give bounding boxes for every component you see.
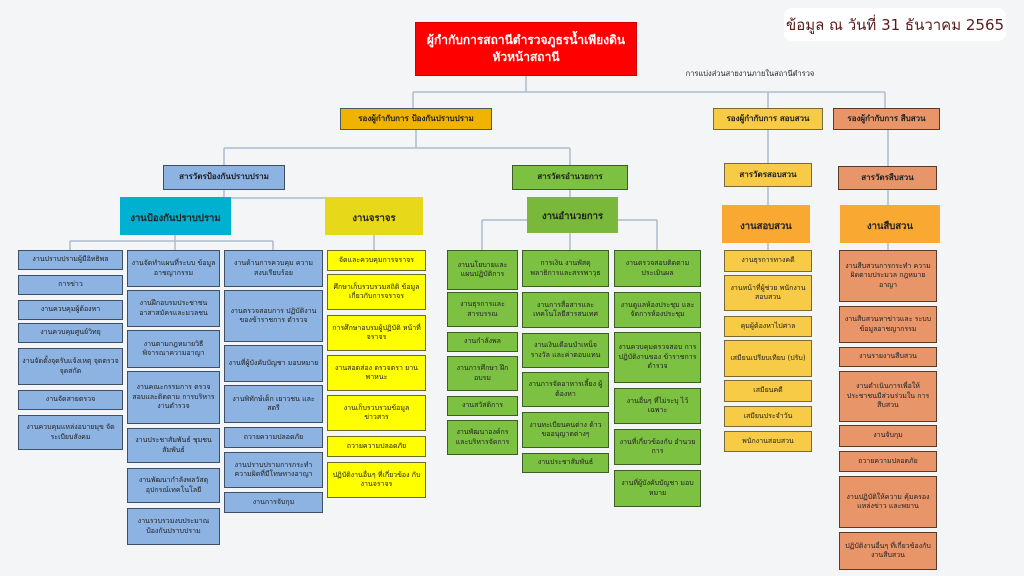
admin-3-task-box: งานที่ผู้บังคับบัญชา มอบหมาย (614, 470, 701, 507)
admin-2-task-box: งานการสื่อสารและ เทคโนโลยีสารสนเทศ (522, 292, 609, 328)
prevention-1-task-box: งานจัดสายตรวจ (18, 390, 123, 410)
admin-3-task-box: งานอื่นๆ ที่ไม่ระบุ ไว้เฉพาะ (614, 388, 701, 424)
unit-inquiry-box: งานสอบสวน (722, 205, 810, 243)
admin-1-task-box: งานกำลังพล (447, 332, 518, 352)
deputy-inquiry-box: รองผู้กำกับการ สอบสวน (713, 108, 823, 130)
prevention-3-task-box: งานที่ผู้บังคับบัญชา มอบหมาย (224, 345, 323, 382)
traffic-task-box: งานสอดส่อง ตรวจตรา ยานพาหนะ (327, 355, 426, 391)
traffic-task-box: ศึกษาเก็บรวบรวมสถิติ ข้อมูลเกี่ยวกับการจ… (327, 274, 426, 310)
inquiry-task-box: เสมียนเปรียบเทียบ (ปรับ) (724, 340, 812, 377)
prevention-1-task-box: งานควบคุมผู้ต้องหา (18, 300, 123, 320)
chief-role: หัวหน้าสถานี (492, 50, 560, 64)
admin-2-task-box: งานทะเบียนคนต่าง ด้าว ขออนุญาตต่างๆ (522, 412, 609, 448)
investigation-task-box: งานปฏิบัติให้ความ คุ้มครองแหล่งข่าว และพ… (839, 476, 937, 528)
prevention-1-task-box: งานจัดตั้งจุดรับแจ้งเหตุ จุดตรวจ จุดสกัด (18, 348, 123, 385)
admin-3-task-box: งานตรวจสอบติดตาม ประเมินผล (614, 250, 701, 287)
prevention-1-task-box: งานปราบปรามผู้มีอิทธิพล (18, 250, 123, 270)
deputy-investigation-box: รองผู้กำกับการ สืบสวน (833, 108, 940, 130)
prevention-3-task-box: งานการจับกุม (224, 492, 323, 513)
prevention-1-task-box: งานควบคุมแหล่งอบายมุข จัดระเบียบสังคม (18, 415, 123, 450)
inquiry-task-box: เสมียนประจำวัน (724, 406, 812, 427)
prevention-2-task-box: งานคณะกรรมการ ตรวจสอบและติดตาม การบริหาร… (127, 371, 220, 424)
chart-subtitle: การแบ่งส่วนสายงานภายในสถานีตำรวจ (685, 69, 815, 78)
inquiry-task-box: คุมผู้ต้องหาไปศาล (724, 316, 812, 337)
admin-2-task-box: การเงิน งานพัสดุ พลาธิการและสรรพาวุธ (522, 250, 609, 287)
unit-admin-box: งานอำนวยการ (527, 197, 618, 233)
admin-1-task-box: งานการศึกษา ฝึกอบรม (447, 356, 518, 391)
chief-title: ผู้กำกับการสถานีตำรวจภูธรน้ำเพียงดิน (426, 33, 626, 48)
prevention-3-task-box: งานปราบปรามการกระทำ ความผิดที่มีโทษทางอา… (224, 452, 323, 488)
investigation-task-box: งานสืบสวนการกระทำ ความผิดตามประมวล กฎหมา… (839, 250, 937, 302)
deputy-prevention-box: รองผู้กำกับการ ป้องกันปราบปราม (340, 108, 492, 130)
prevention-2-task-box: งานตามกฎหมายวิธี พิจารณาความอาญา (127, 330, 220, 368)
investigation-task-box: งานสืบสวนหาข่าวและ ระบบข้อมูลอาชญากรรม (839, 306, 937, 343)
station-chief-box: ผู้กำกับการสถานีตำรวจภูธรน้ำเพียงดิน หัว… (415, 22, 637, 76)
admin-3-task-box: งานควบคุมตรวจสอบ การปฏิบัติงานของ ข้าราช… (614, 332, 701, 383)
inquiry-task-box: เสมียนคดี (724, 380, 812, 402)
prevention-3-task-box: งานพิทักษ์เด็ก เยาวชน และสตรี (224, 385, 323, 423)
prevention-1-task-box: การข่าว (18, 275, 123, 295)
prevention-2-task-box: งานประชาสัมพันธ์ ชุมชนสัมพันธ์ (127, 428, 220, 463)
prevention-3-task-box: งานด้านการควบคุม ความสงบเรียบร้อย (224, 250, 323, 287)
prevention-3-task-box: ถวายความปลอดภัย (224, 427, 323, 448)
prevention-3-task-box: งานตรวจสอบการ ปฏิบัติงานของข้าราชการ ตำร… (224, 290, 323, 342)
admin-3-task-box: งานที่เกี่ยวข้องกับ อำนวยการ (614, 429, 701, 465)
investigation-task-box: ถวายความปลอดภัย (839, 451, 937, 472)
traffic-task-box: ปฏิบัติงานอื่นๆ ที่เกี่ยวข้อง กับงานจราจ… (327, 462, 426, 498)
investigation-task-box: งานรายงานสืบสวน (839, 347, 937, 367)
date-badge: ข้อมูล ณ วันที่ 31 ธันวาคม 2565 (784, 8, 1006, 41)
admin-1-task-box: งานนโยบายและ แผนปฏิบัติการ (447, 250, 518, 290)
prevention-2-task-box: งานฝึกอบรมประชาชน อาสาสมัครและมวลชน (127, 290, 220, 327)
admin-1-task-box: งานพัฒนาองค์กร และบริหารจัดการ (447, 420, 518, 455)
inspector-inquiry-box: สารวัตรสอบสวน (724, 163, 812, 187)
admin-2-task-box: งานเงินเดือนบำเหน็จรางวัล และค่าตอบแทน (522, 333, 609, 368)
admin-2-task-box: งานประชาสัมพันธ์ (522, 453, 609, 473)
inspector-investigation-box: สารวัตรสืบสวน (838, 166, 937, 190)
admin-1-task-box: งานสวัสดิการ (447, 396, 518, 416)
inquiry-task-box: พนักงานสอบสวน (724, 431, 812, 452)
inquiry-task-box: งานธุรการทางคดี (724, 250, 812, 272)
prevention-2-task-box: งานพัฒนากำลังพลวัสดุ อุปกรณ์เทคโนโลยี (127, 468, 220, 503)
prevention-2-task-box: งานจัดทำแผนที่ระบบ ข้อมูลอาชญากรรม (127, 250, 220, 287)
traffic-task-box: ถวายความปลอดภัย (327, 436, 426, 457)
inspector-prevention-box: สารวัตรป้องกันปราบปราม (163, 165, 285, 190)
traffic-task-box: จัดและควบคุมการจราจร (327, 250, 426, 271)
traffic-task-box: การศึกษาอบรมผู้ปฏิบัติ หน้าที่จราจร (327, 315, 426, 351)
unit-prevention-box: งานป้องกันปราบปราม (120, 197, 231, 235)
inquiry-task-box: งานหน้าที่ผู้ช่วย พนักงานสอบสวน (724, 275, 812, 311)
admin-2-task-box: งานการจัดอาหารเลี้ยง ผู้ต้องหา (522, 372, 609, 407)
investigation-task-box: งานดำเนินการเพื่อให้ ประชาชนมีส่วนร่วมใน… (839, 371, 937, 422)
admin-1-task-box: งานธุรการและ สารบรรณ (447, 292, 518, 327)
investigation-task-box: ปฏิบัติงานอื่นๆ ที่เกี่ยวข้องกับงานสืบสว… (839, 532, 937, 570)
inspector-admin-box: สารวัตรอำนวยการ (512, 165, 628, 190)
investigation-task-box: งานจับกุม (839, 425, 937, 447)
unit-traffic-box: งานจราจร (325, 197, 423, 235)
admin-3-task-box: งานดูแลห้องประชุม และจัดการห้องประชุม (614, 292, 701, 328)
prevention-2-task-box: งานรวบรวมงบประมาณ ป้องกันปราบปราม (127, 508, 220, 545)
prevention-1-task-box: งานควบคุมศูนย์วิทยุ (18, 323, 123, 343)
unit-investigation-box: งานสืบสวน (840, 205, 940, 243)
traffic-task-box: งานเก็บรวบรวมข้อมูล ข่าวสาร (327, 395, 426, 431)
